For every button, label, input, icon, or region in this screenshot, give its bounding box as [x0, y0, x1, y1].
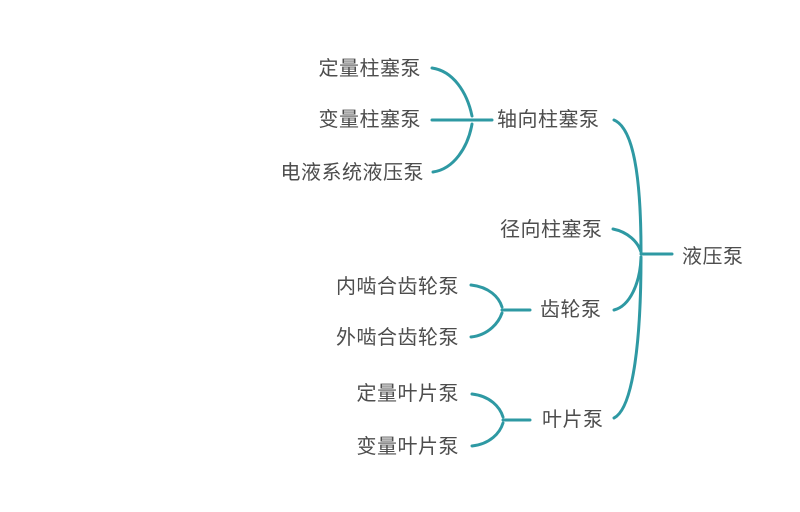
connector-radial-to-root — [611, 227, 643, 254]
node-variable-displacement-vane-pump[interactable]: 变量叶片泵 — [356, 436, 459, 458]
node-hydraulic-pump-root[interactable]: 液压泵 — [682, 246, 744, 268]
node-gear-pump[interactable]: 齿轮泵 — [540, 299, 602, 321]
node-fixed-displacement-vane-pump[interactable]: 定量叶片泵 — [356, 383, 459, 405]
node-radial-piston-pump[interactable]: 径向柱塞泵 — [500, 219, 603, 241]
connector-group — [430, 66, 674, 448]
connector-fixed-piston-to-axial — [430, 66, 474, 118]
node-internal-gear-pump[interactable]: 内啮合齿轮泵 — [336, 276, 459, 298]
connector-external-gear-to-gear — [469, 311, 504, 339]
node-electrohydraulic-system-pump[interactable]: 电液系统液压泵 — [280, 162, 424, 184]
connector-fixed-vane-to-vane — [470, 392, 505, 419]
connector-electrohydraulic-to-axial — [431, 122, 474, 174]
node-fixed-displacement-piston-pump[interactable]: 定量柱塞泵 — [318, 58, 421, 80]
connector-axial-to-root — [612, 118, 643, 253]
connector-gear-to-root — [612, 256, 643, 312]
node-variable-displacement-piston-pump[interactable]: 变量柱塞泵 — [318, 109, 421, 131]
node-axial-piston-pump[interactable]: 轴向柱塞泵 — [497, 109, 600, 131]
node-vane-pump[interactable]: 叶片泵 — [542, 409, 604, 431]
connector-vane-to-root — [612, 255, 643, 420]
node-external-gear-pump[interactable]: 外啮合齿轮泵 — [336, 327, 459, 349]
connector-internal-gear-to-gear — [469, 283, 504, 309]
connector-variable-vane-to-vane — [470, 421, 505, 448]
